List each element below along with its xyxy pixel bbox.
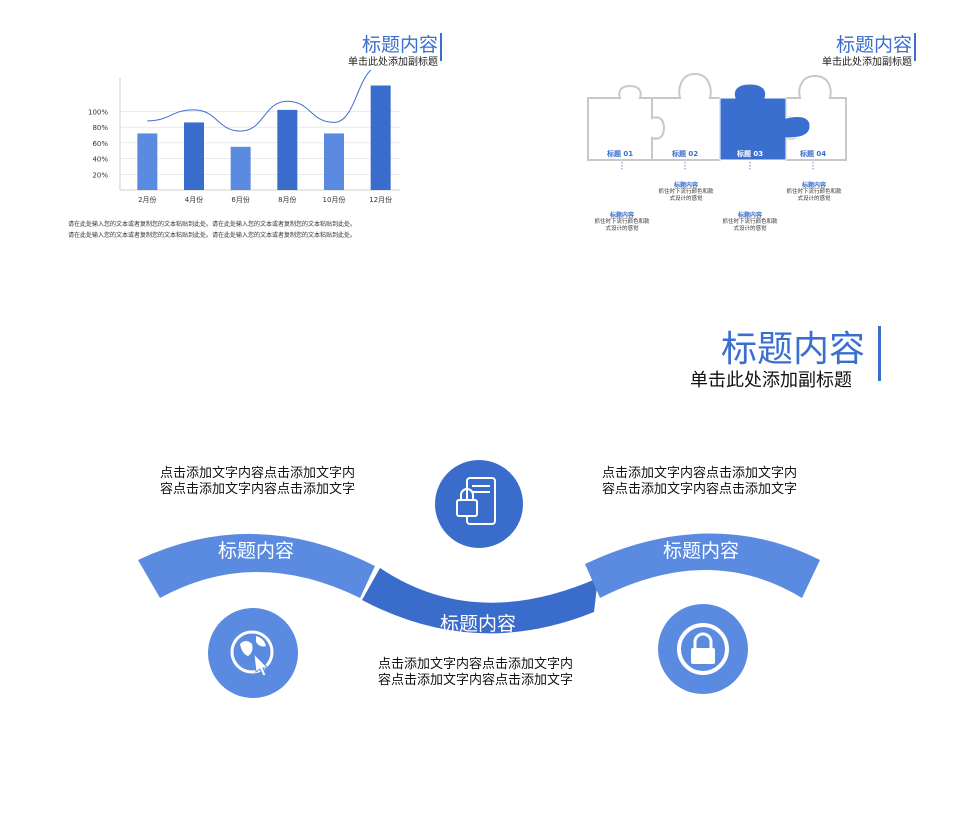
puzzle-label-1: 标题 01 bbox=[607, 150, 634, 158]
puzzle-note-title: 标题内容 bbox=[673, 182, 698, 189]
puzzle-note-text: 抓住时下流行颜色和款式设计的感觉 bbox=[594, 219, 650, 232]
puzzle-label-3: 标题 03 bbox=[737, 150, 764, 158]
bar bbox=[230, 146, 251, 190]
puzzle-note-title: 标题内容 bbox=[737, 212, 762, 219]
bar bbox=[184, 122, 204, 190]
puzzle-note-3: 标题内容 抓住时下流行颜色和款式设计的感觉 bbox=[722, 210, 778, 233]
y-tick-label: 60% bbox=[92, 140, 108, 148]
circle-phone-lock bbox=[435, 460, 523, 548]
x-tick-label: 2月份 bbox=[138, 195, 156, 204]
x-tick-label: 10月份 bbox=[323, 195, 346, 204]
puzzle-note-title: 标题内容 bbox=[609, 212, 634, 219]
x-tick-label: 12月份 bbox=[369, 195, 392, 204]
panel1-title-bar bbox=[440, 33, 442, 61]
puzzle-note-text: 抓住时下流行颜色和款式设计的感觉 bbox=[722, 219, 778, 232]
wave-graphic bbox=[138, 533, 820, 634]
band-label-right: 标题内容 bbox=[663, 540, 740, 562]
padlock-icon bbox=[677, 623, 729, 675]
panel2-title: 标题内容 bbox=[836, 34, 913, 56]
wave-band-left bbox=[138, 533, 375, 598]
puzzle-note-4: 标题内容 抓住时下流行颜色和款式设计的感觉 bbox=[786, 180, 842, 203]
puzzle-note-text: 抓住时下流行颜色和款式设计的感觉 bbox=[786, 189, 842, 202]
bar bbox=[277, 109, 298, 190]
panel1-body-line-2: 请在此处输入您的文本或者复制您的文本粘贴到此处。请在此处输入您的文本或者复制您的… bbox=[68, 232, 357, 239]
panel3-title-bar bbox=[878, 326, 881, 381]
band-label-middle: 标题内容 bbox=[440, 613, 517, 635]
x-tick-label: 6月份 bbox=[231, 195, 249, 204]
puzzle-note-2: 标题内容 抓住时下流行颜色和款式设计的感觉 bbox=[658, 180, 714, 203]
x-tick-label: 8月份 bbox=[278, 195, 296, 204]
x-tick-label: 4月份 bbox=[185, 195, 203, 204]
globe-cursor-icon bbox=[230, 630, 274, 677]
wave-text-bottom: 点击添加文字内容点击添加文字内容点击添加文字内容点击添加文字 bbox=[378, 657, 574, 688]
puzzle-piece-3 bbox=[719, 83, 811, 161]
bar bbox=[137, 133, 158, 190]
panel3-subtitle: 单击此处添加副标题 bbox=[690, 370, 852, 391]
y-tick-label: 40% bbox=[92, 156, 108, 164]
panel1-title: 标题内容 bbox=[362, 34, 439, 56]
wave-text-top-right: 点击添加文字内容点击添加文字内容点击添加文字内容点击添加文字 bbox=[602, 466, 798, 497]
trend-line bbox=[147, 70, 372, 132]
panel2-subtitle: 单击此处添加副标题 bbox=[822, 57, 912, 68]
bar bbox=[324, 133, 344, 190]
puzzle-label-4: 标题 04 bbox=[800, 150, 827, 158]
puzzle-piece-2 bbox=[651, 72, 721, 161]
puzzle-label-2: 标题 02 bbox=[672, 150, 699, 158]
wave-band-right bbox=[585, 533, 820, 598]
y-tick-label: 20% bbox=[92, 171, 108, 179]
puzzle-graphic bbox=[587, 72, 847, 170]
bar bbox=[370, 85, 391, 190]
panel2-title-bar bbox=[914, 33, 916, 61]
panel3-title: 标题内容 bbox=[721, 329, 866, 370]
circle-globe bbox=[208, 608, 298, 698]
bar-chart: 20% 40% 60% 80% 100% 2月份 4月份 6月份 8月份 10月份 12月份 bbox=[88, 70, 400, 204]
circle-padlock bbox=[658, 604, 748, 694]
wave-band-middle bbox=[362, 568, 598, 634]
band-label-left: 标题内容 bbox=[218, 540, 295, 562]
puzzle-note-text: 抓住时下流行颜色和款式设计的感觉 bbox=[658, 189, 714, 202]
y-tick-label: 100% bbox=[88, 108, 108, 116]
puzzle-note-1: 标题内容 抓住时下流行颜色和款式设计的感觉 bbox=[594, 210, 650, 233]
y-tick-label: 80% bbox=[92, 124, 108, 132]
wave-text-top-left: 点击添加文字内容点击添加文字内容点击添加文字内容点击添加文字 bbox=[160, 466, 356, 497]
puzzle-note-title: 标题内容 bbox=[801, 182, 826, 189]
panel1-body-line-1: 请在此处输入您的文本或者复制您的文本粘贴到此处。请在此处输入您的文本或者复制您的… bbox=[68, 221, 357, 228]
panel1-subtitle: 单击此处添加副标题 bbox=[348, 57, 438, 68]
phone-lock-icon bbox=[456, 477, 496, 525]
